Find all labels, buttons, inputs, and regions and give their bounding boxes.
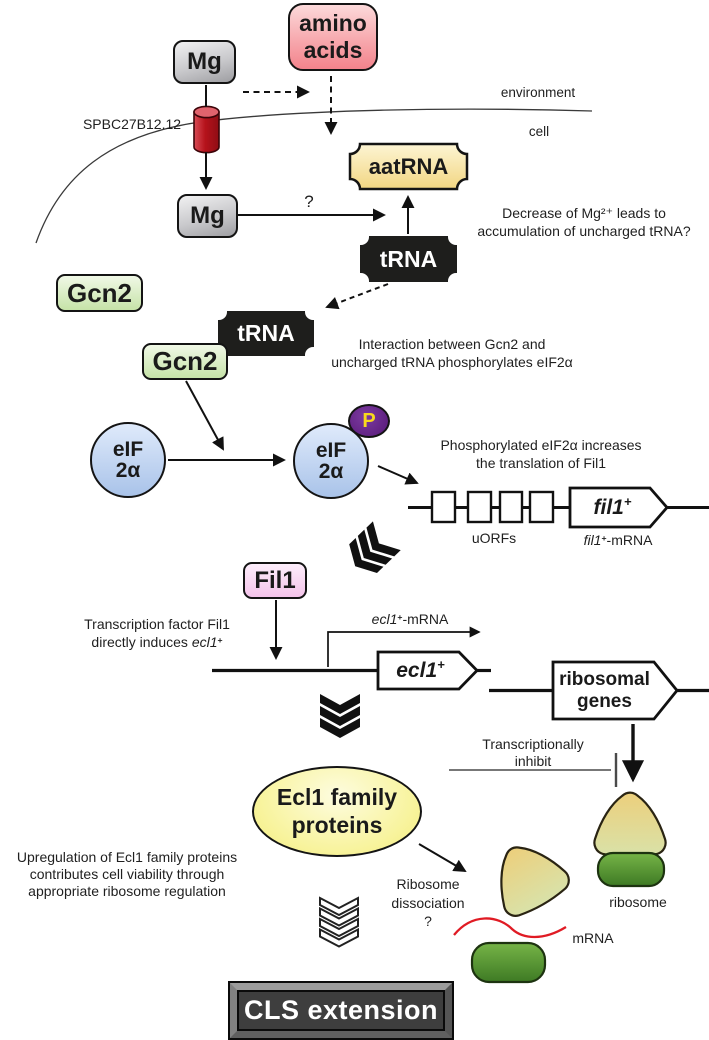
tf-note-sup: + — [217, 634, 223, 645]
gcn2-free-node: Gcn2 — [56, 274, 143, 312]
trna-free-label: tRNA — [379, 245, 438, 272]
eif2a-p-line1: eIF — [315, 438, 347, 462]
amino-acids-line2: acids — [303, 37, 363, 63]
fil1-mrna-label: fil1+-mRNA — [584, 532, 653, 550]
dissociation-note-line2: dissociation — [391, 895, 465, 911]
gcn2-bound-node: Gcn2 — [142, 343, 228, 380]
ecl1-mrna-gene: ecl1 — [371, 611, 398, 627]
trna-to-gcn2-dashed-arrow — [325, 283, 389, 310]
upregulation-note-line1: Upregulation of Ecl1 family proteins — [16, 849, 238, 865]
phospho-note-line2: the translation of Fil1 — [476, 455, 606, 471]
inhibit-note-line1: Transcriptionally — [482, 736, 584, 752]
amino-acids-line1: amino — [299, 9, 367, 36]
mg-outside-node: Mg — [173, 40, 236, 84]
fil1-gene-sup: + — [623, 493, 632, 509]
ribosome-assembled — [593, 791, 667, 888]
inhibit-note-line2: inhibit — [514, 753, 552, 769]
fil1-node: Fil1 — [243, 562, 307, 599]
uorf-boxes — [430, 490, 555, 524]
cls-extension-node: CLS extension — [230, 983, 452, 1038]
mg-question-mark: ? — [304, 192, 314, 211]
eif2a-p-line2: 2α — [318, 460, 344, 483]
gcn2-phosphorylation-arrow — [185, 380, 224, 451]
eif2a-node: eIF 2α — [90, 422, 166, 498]
fil1-mrna-sup: + — [601, 532, 607, 543]
upregulation-note-line3: appropriate ribosome regulation — [28, 883, 226, 899]
interaction-note-line1: Interaction between Gcn2 and — [358, 336, 546, 352]
ecl1-mrna-sup: + — [397, 611, 403, 622]
ecl1-gene-sup: + — [437, 656, 445, 672]
transporter-label: SPBC27B12.12 — [82, 116, 182, 132]
ribosome-small-subunit-free — [470, 941, 547, 984]
ribosomal-genes-label: ribosomal genes — [553, 664, 656, 717]
ecl1-transcription-arrow — [327, 626, 481, 667]
ecl1-gene-name: ecl1 — [396, 658, 438, 682]
upregulation-note-line2: contributes cell viability through — [29, 866, 225, 882]
fil1-mrna-suffix: -mRNA — [606, 532, 653, 548]
decrease-note-line2: accumulation of uncharged tRNA? — [477, 223, 691, 239]
ecl1-mrna-label: ecl1+-mRNA — [372, 611, 449, 629]
ecl1-to-dissociation-arrow — [418, 843, 467, 872]
amino-acids-node: amino acids — [288, 3, 378, 71]
mg-inside-node: Mg — [177, 194, 238, 238]
ribosomal-genes-shape — [551, 660, 679, 721]
fil1-mrna-gene: fil1 — [583, 532, 602, 548]
trna-free-shape — [360, 236, 457, 282]
ecl1-family-node: Ecl1 family proteins — [252, 766, 422, 857]
eif2a-line2: 2α — [115, 459, 141, 482]
dissociation-note-line1: Ribosome — [396, 876, 460, 892]
aatrna-label: aatRNA — [368, 153, 449, 179]
tf-note-prefix: directly induces — [91, 634, 192, 650]
interaction-note-line2: uncharged tRNA phosphorylates eIF2α — [331, 354, 573, 370]
tf-note-line1: Transcription factor Fil1 — [84, 616, 230, 632]
decrease-note-line1: Decrease of Mg²⁺ leads to — [502, 205, 666, 221]
fil1-gene-shape — [568, 486, 669, 529]
eif2a-phosphorylated-node: eIF 2α — [293, 423, 369, 499]
eif2a-line1: eIF — [112, 437, 144, 461]
ribosomal-genes-line2: genes — [577, 690, 632, 712]
dissociation-note-line3: ? — [424, 913, 432, 929]
cell-label: cell — [528, 124, 550, 139]
phospho-note-line1: Phosphorylated eIF2α increases — [440, 437, 642, 453]
ribosome-large-subunit-dissociated — [479, 829, 576, 924]
chevron-down-icon — [320, 694, 360, 738]
chevron-down-left-icon — [341, 521, 401, 581]
uorfs-label: uORFs — [471, 530, 517, 546]
trna-bound-shape — [218, 311, 314, 356]
ribosome-label: ribosome — [609, 894, 667, 910]
aatrna-shape — [348, 142, 469, 191]
mrna-strand — [453, 917, 567, 939]
eif2a-to-gene-arrow — [377, 465, 419, 485]
ecl1-gene-label: ecl1+ — [378, 652, 463, 689]
fil1-gene-name: fil1 — [593, 495, 624, 519]
tf-note-gene: ecl1 — [191, 634, 218, 650]
mg-transporter-icon — [193, 105, 220, 154]
ecl1-mrna-suffix: -mRNA — [402, 611, 449, 627]
tf-note-line2: directly induces ecl1+ — [91, 634, 222, 652]
phosphate-badge: P — [348, 404, 390, 438]
ribosomal-genes-line1: ribosomal — [559, 668, 650, 690]
fil1-gene-label: fil1+ — [570, 488, 655, 527]
chevron-down-outline-icon — [319, 897, 359, 948]
trna-bound-label: tRNA — [237, 320, 295, 346]
ecl1-family-line1: Ecl1 family — [276, 784, 398, 811]
mrna-label: mRNA — [572, 930, 614, 946]
ecl1-gene-shape — [376, 650, 479, 691]
ecl1-family-line2: proteins — [291, 811, 383, 838]
environment-label: environment — [500, 85, 576, 100]
